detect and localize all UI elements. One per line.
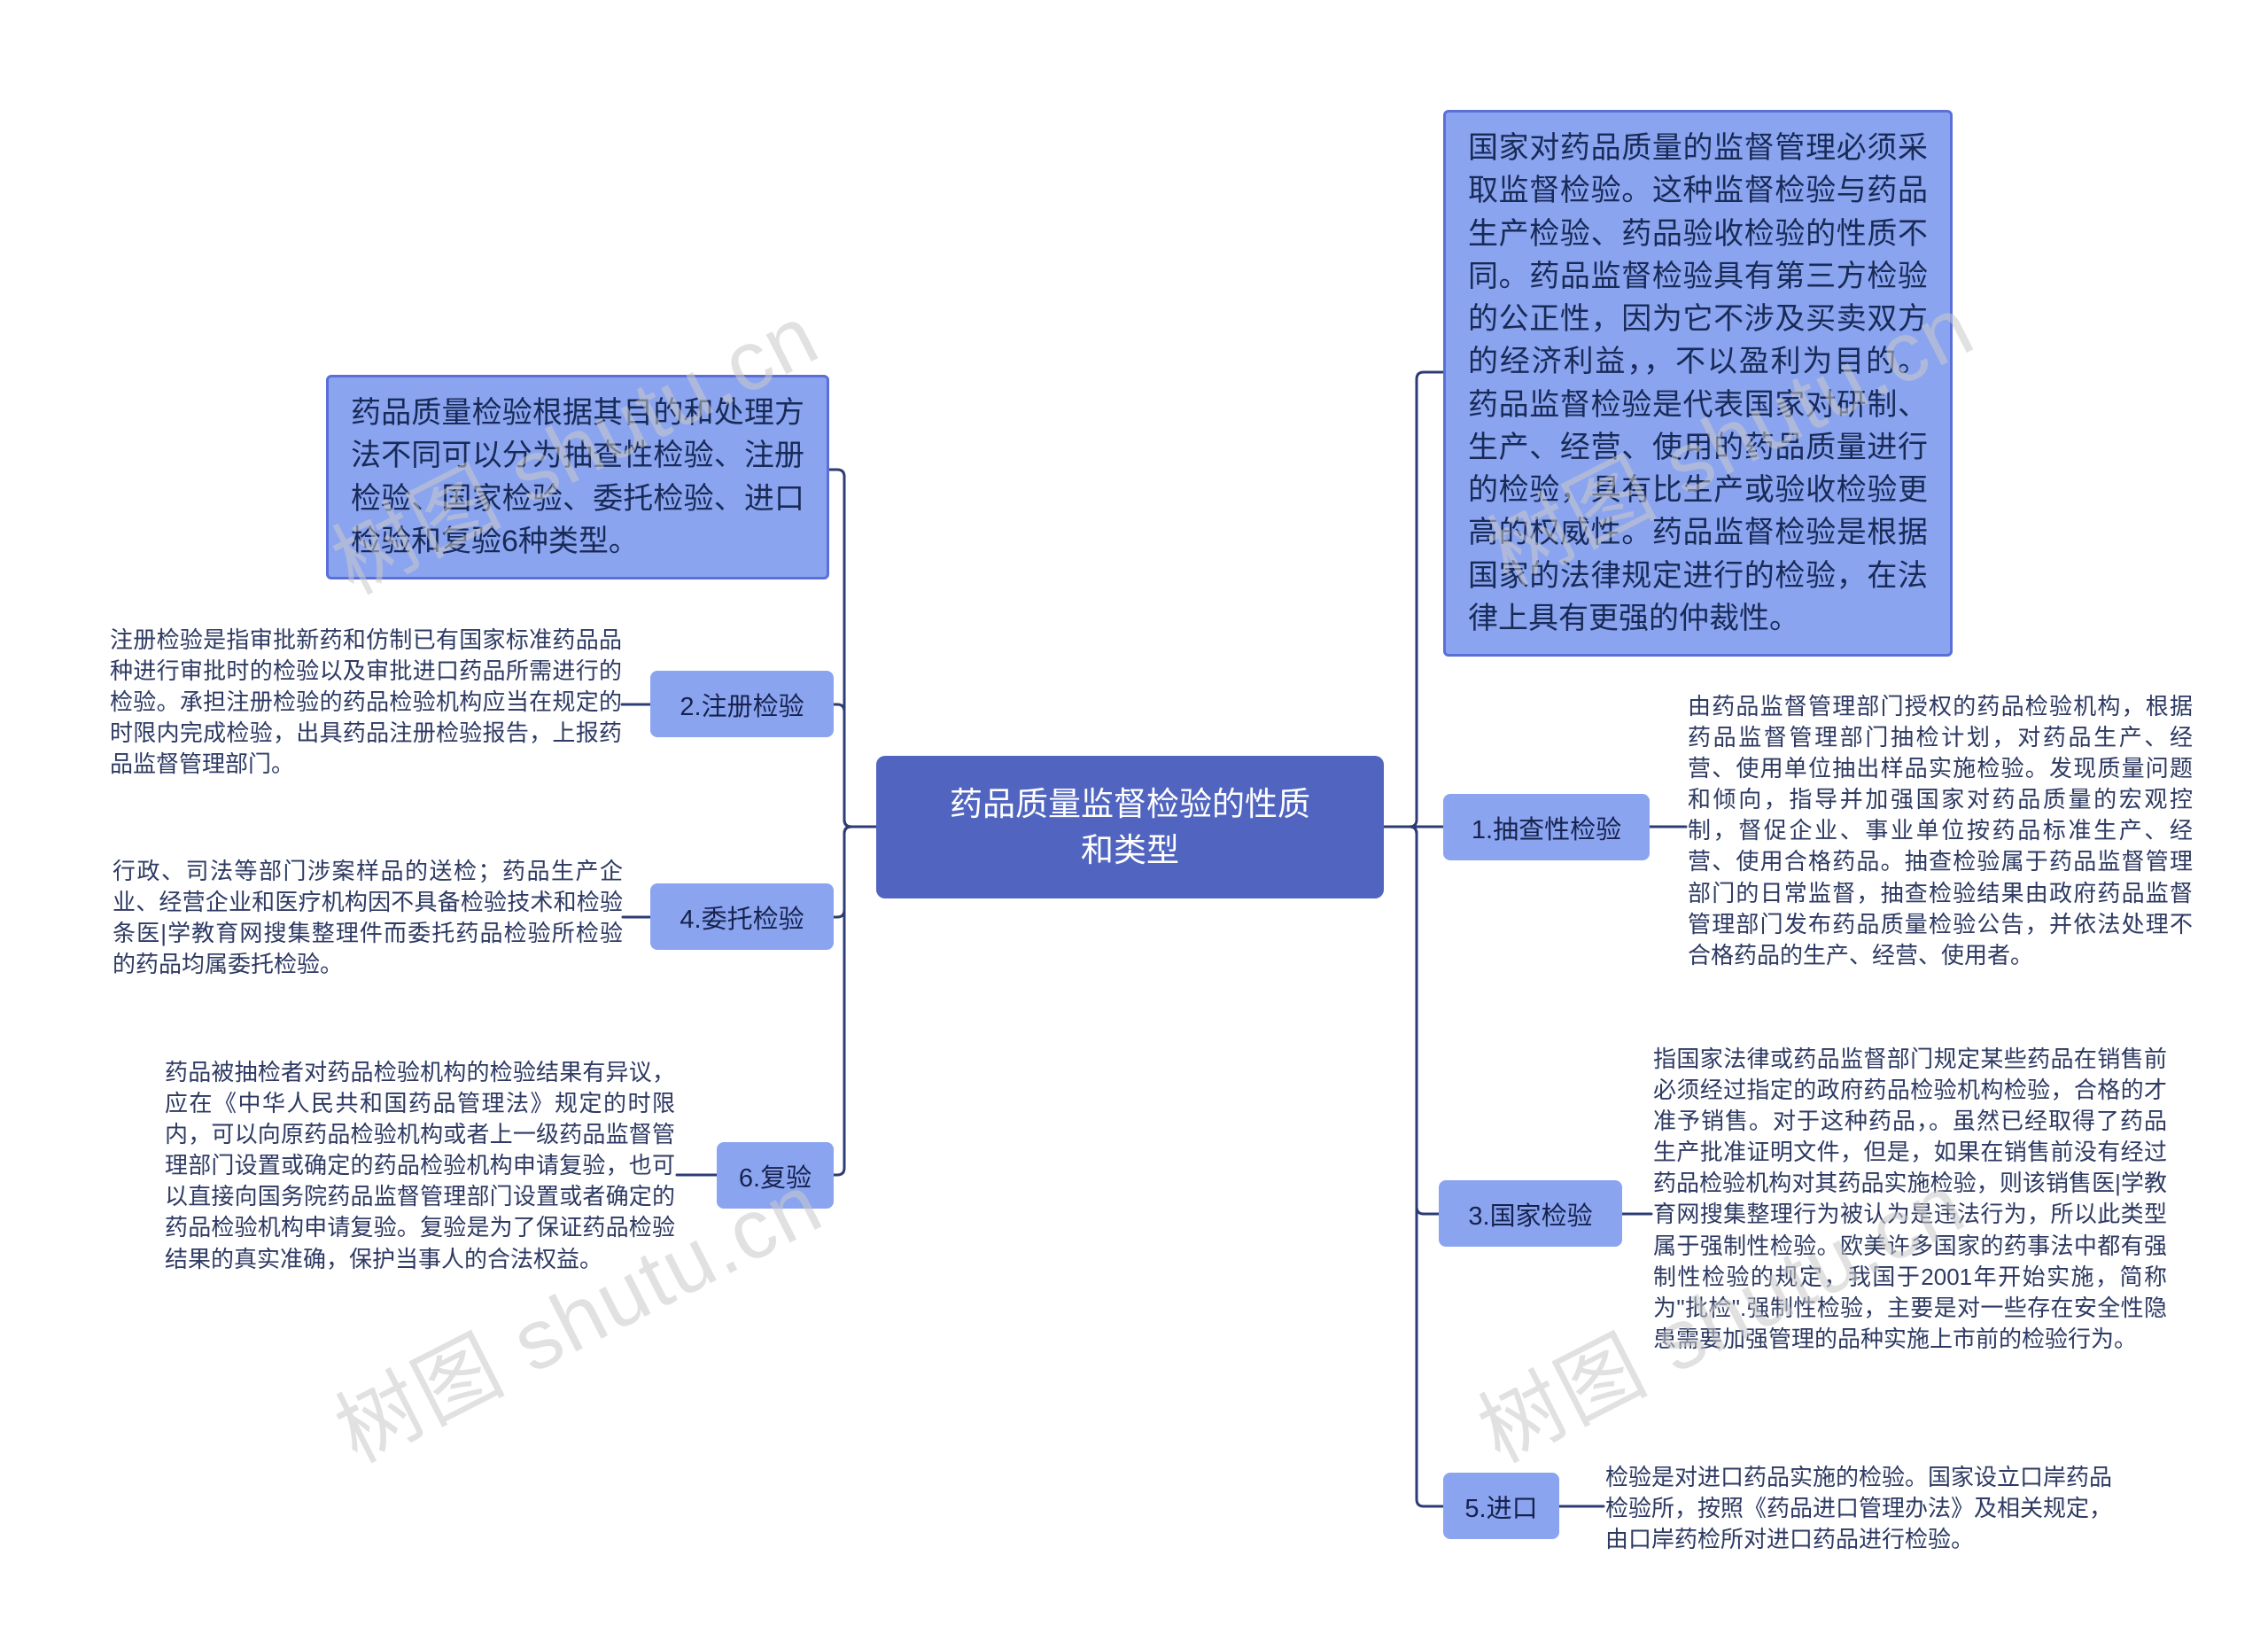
connector-root-to-node-2: [832, 703, 878, 828]
branch-node-5-import[interactable]: 5.进口: [1443, 1473, 1559, 1539]
branch-note-1-sampling-inspection: 由药品监督管理部门授权的药品检验机构，根据药品监督管理部门抽检计划，对药品生产、…: [1688, 693, 2193, 968]
root-node[interactable]: 药品质量监督检验的性质和类型: [876, 756, 1384, 898]
branch-node-6-reinspection[interactable]: 6.复验: [717, 1142, 834, 1209]
summary-box-left[interactable]: 药品质量检验根据其目的和处理方法不同可以分为抽查性检验、注册检验、国家检验、委托…: [326, 375, 829, 580]
branch-node-3-national-inspection[interactable]: 3.国家检验: [1439, 1180, 1622, 1247]
connector-root-to-node-5: [1382, 825, 1445, 1508]
branch-node-1-sampling-inspection[interactable]: 1.抽查性检验: [1443, 794, 1650, 860]
connector-root-to-node-4: [832, 825, 878, 919]
branch-note-5-import: 检验是对进口药品实施的检验。国家设立口岸药品检验所，按照《药品进口管理办法》及相…: [1605, 1464, 2113, 1553]
branch-note-3-national-inspection: 指国家法律或药品监督部门规定某些药品在销售前必须经过指定的政府药品检验机构检验，…: [1653, 1046, 2167, 1352]
connector-root-to-node-6: [832, 825, 878, 1177]
branch-note-6-reinspection: 药品被抽检者对药品检验机构的检验结果有异议，应在《中华人民共和国药品管理法》规定…: [165, 1059, 675, 1272]
branch-note-4-entrusted-inspection: 行政、司法等部门涉案样品的送检；药品生产企业、经营企业和医疗机构因不具备检验技术…: [113, 858, 623, 978]
branch-node-4-entrusted-inspection[interactable]: 4.委托检验: [650, 883, 834, 950]
summary-box-right[interactable]: 国家对药品质量的监督管理必须采取监督检验。这种监督检验与药品生产检验、药品验收检…: [1443, 110, 1953, 657]
branch-node-2-registration-inspection[interactable]: 2.注册检验: [650, 671, 834, 737]
branch-note-2-registration-inspection: 注册检验是指审批新药和仿制已有国家标准药品品种进行审批时的检验以及审批进口药品所…: [110, 626, 622, 778]
connector-root-to-summary-left: [827, 468, 878, 828]
connector-root-to-node-3: [1382, 825, 1441, 1216]
connector-root-to-summary-right: [1382, 370, 1445, 828]
